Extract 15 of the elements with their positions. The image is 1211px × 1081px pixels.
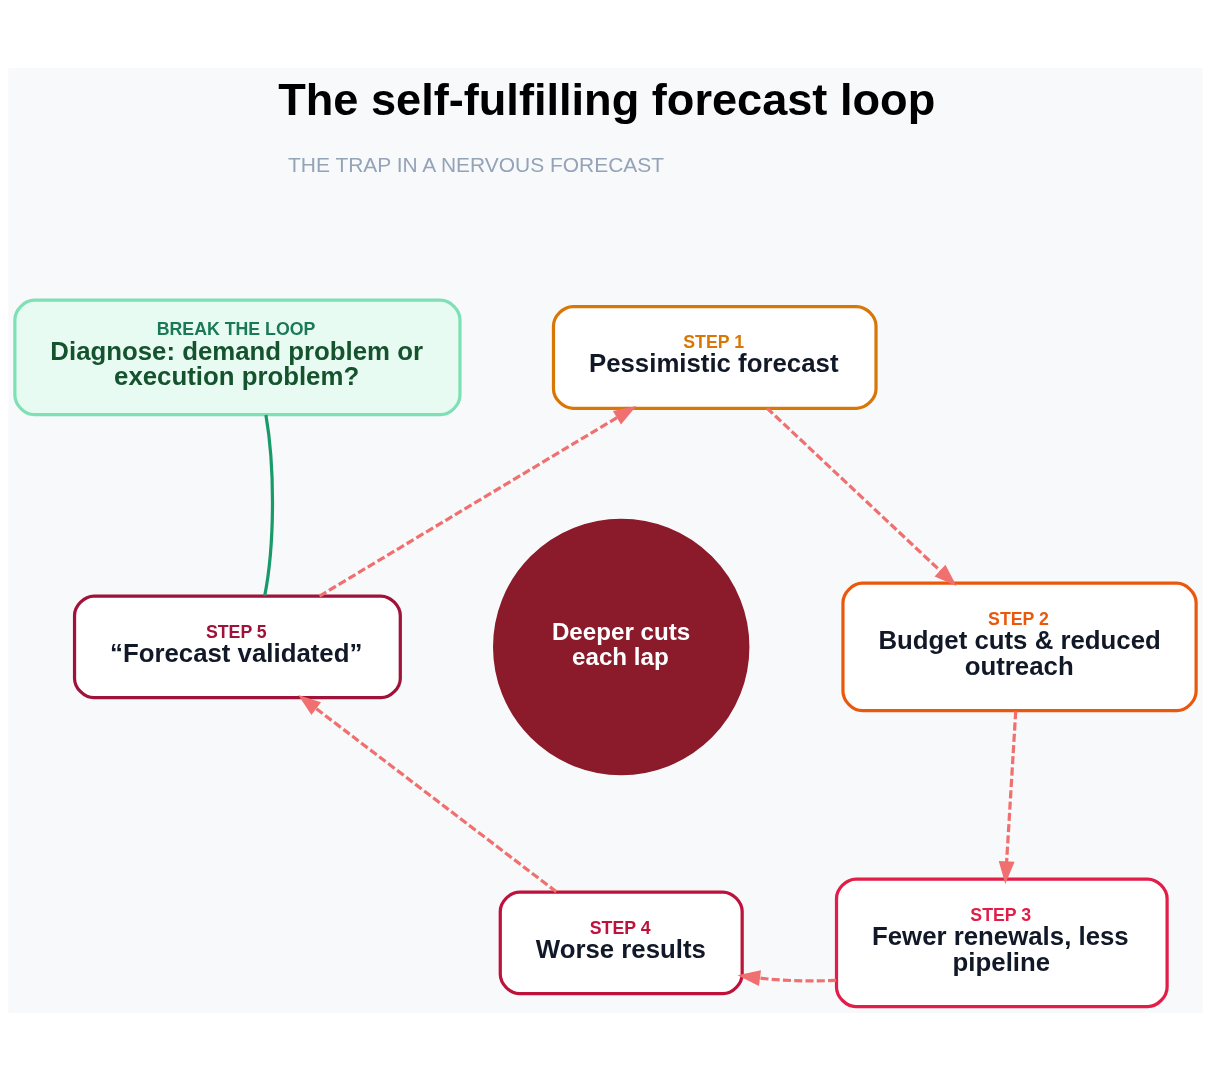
diagram-title: The self-fulfilling forecast loop	[278, 74, 936, 126]
connector	[263, 414, 275, 597]
arrow	[318, 406, 637, 598]
node-box: STEP 1 Pessimistic forecast	[551, 305, 878, 410]
label: THE TRAP IN A NERVOUS FORECAST	[288, 152, 665, 176]
arrow	[766, 407, 957, 587]
node-box: BREAK THE LOOP Diagnose: demand problem or execution problem?	[13, 298, 462, 417]
arrow	[737, 970, 837, 987]
arrow	[998, 711, 1018, 884]
node-box: STEP 3 Fewer renewals, less pipeline	[834, 877, 1169, 1009]
node-circle: Deeper cuts each lap	[493, 518, 750, 776]
node-box: STEP 5 “Forecast validated”	[72, 594, 402, 700]
node-box: STEP 2 Budget cuts & reduced outreach	[841, 581, 1198, 713]
arrow	[298, 694, 558, 893]
node-box: STEP 4 Worse results	[498, 890, 744, 996]
